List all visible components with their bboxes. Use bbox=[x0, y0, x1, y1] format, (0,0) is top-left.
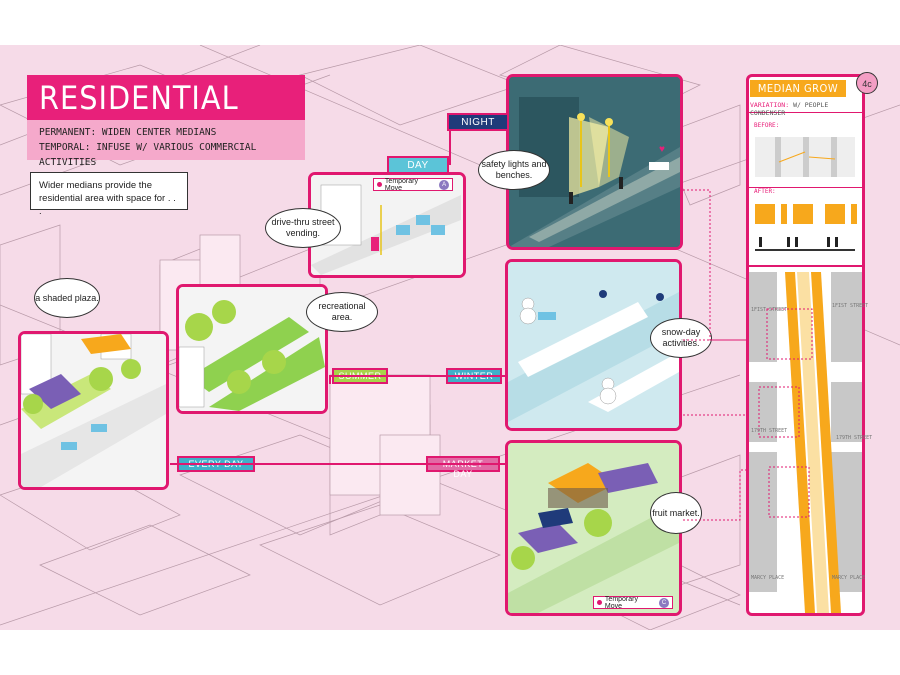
variation-line: VARIATION: W/ PEOPLE CONDENSER bbox=[750, 101, 860, 117]
market-panel bbox=[505, 440, 682, 616]
subtitle-box: PERMANENT: WIDEN CENTER MEDIANS TEMPORAL… bbox=[27, 120, 305, 168]
street-label-marcy-left: MARCY PLACE bbox=[751, 575, 785, 581]
variation-text: W/ PEOPLE CONDENSER bbox=[750, 101, 829, 117]
median-grow-title: MEDIAN GROW bbox=[750, 80, 846, 97]
bubble-market: fruit market. bbox=[650, 492, 702, 534]
after-label: AFTER: bbox=[754, 188, 776, 195]
subtitle-temporal: TEMPORAL: INFUSE W/ VARIOUS COMMERCIAL A… bbox=[39, 142, 257, 168]
bullet-icon bbox=[377, 182, 382, 187]
temporary-move-day: Temporary Move A bbox=[373, 177, 453, 192]
street-label-marcy-right: MARCY PLACE bbox=[832, 575, 866, 581]
winter-scene bbox=[508, 262, 679, 428]
bubble-day: drive-thru street vending. bbox=[265, 208, 341, 248]
sheet-badge: 4c bbox=[856, 72, 878, 94]
tag-day: DAY bbox=[387, 156, 449, 174]
street-label-179th-right: 179TH STREET bbox=[836, 435, 873, 441]
page-title: RESIDENTIAL bbox=[27, 75, 305, 120]
bubble-everyday: a shaded plaza. bbox=[34, 278, 100, 318]
temporary-move-market: Temporary Move C bbox=[593, 595, 673, 610]
temporary-move-label: Temporary Move bbox=[384, 177, 418, 192]
street-label-1fist-left: 1FIST STREET bbox=[751, 307, 788, 313]
svg-text:♥: ♥ bbox=[659, 144, 665, 155]
bubble-winter: snow-day activities. bbox=[650, 318, 712, 358]
bullet-icon bbox=[597, 600, 602, 605]
variation-prefix: VARIATION: bbox=[750, 101, 790, 109]
summer-scene bbox=[179, 287, 325, 411]
tag-night: NIGHT bbox=[447, 113, 509, 131]
everyday-scene bbox=[21, 334, 166, 487]
street-label-1fist-right: 1FIST STREET bbox=[832, 303, 869, 309]
everyday-panel bbox=[18, 331, 169, 490]
median-grow-panel bbox=[746, 74, 865, 616]
temporary-move-code: A bbox=[439, 179, 449, 190]
median-diagram bbox=[749, 112, 862, 613]
summer-panel bbox=[176, 284, 328, 414]
street-label-179th-left: 179TH STREET bbox=[751, 428, 788, 434]
bubble-summer: recreational area. bbox=[306, 292, 378, 332]
before-label: BEFORE: bbox=[754, 122, 780, 129]
subtitle-permanent: PERMANENT: WIDEN CENTER MEDIANS bbox=[39, 127, 217, 138]
market-scene bbox=[508, 443, 679, 613]
temporary-move-label: Temporary Move bbox=[604, 595, 638, 610]
winter-panel bbox=[505, 259, 682, 431]
intro-text: Wider medians provide the residential ar… bbox=[30, 172, 188, 217]
bubble-night: safety lights and benches. bbox=[478, 150, 550, 190]
temporary-move-code: C bbox=[659, 597, 669, 608]
